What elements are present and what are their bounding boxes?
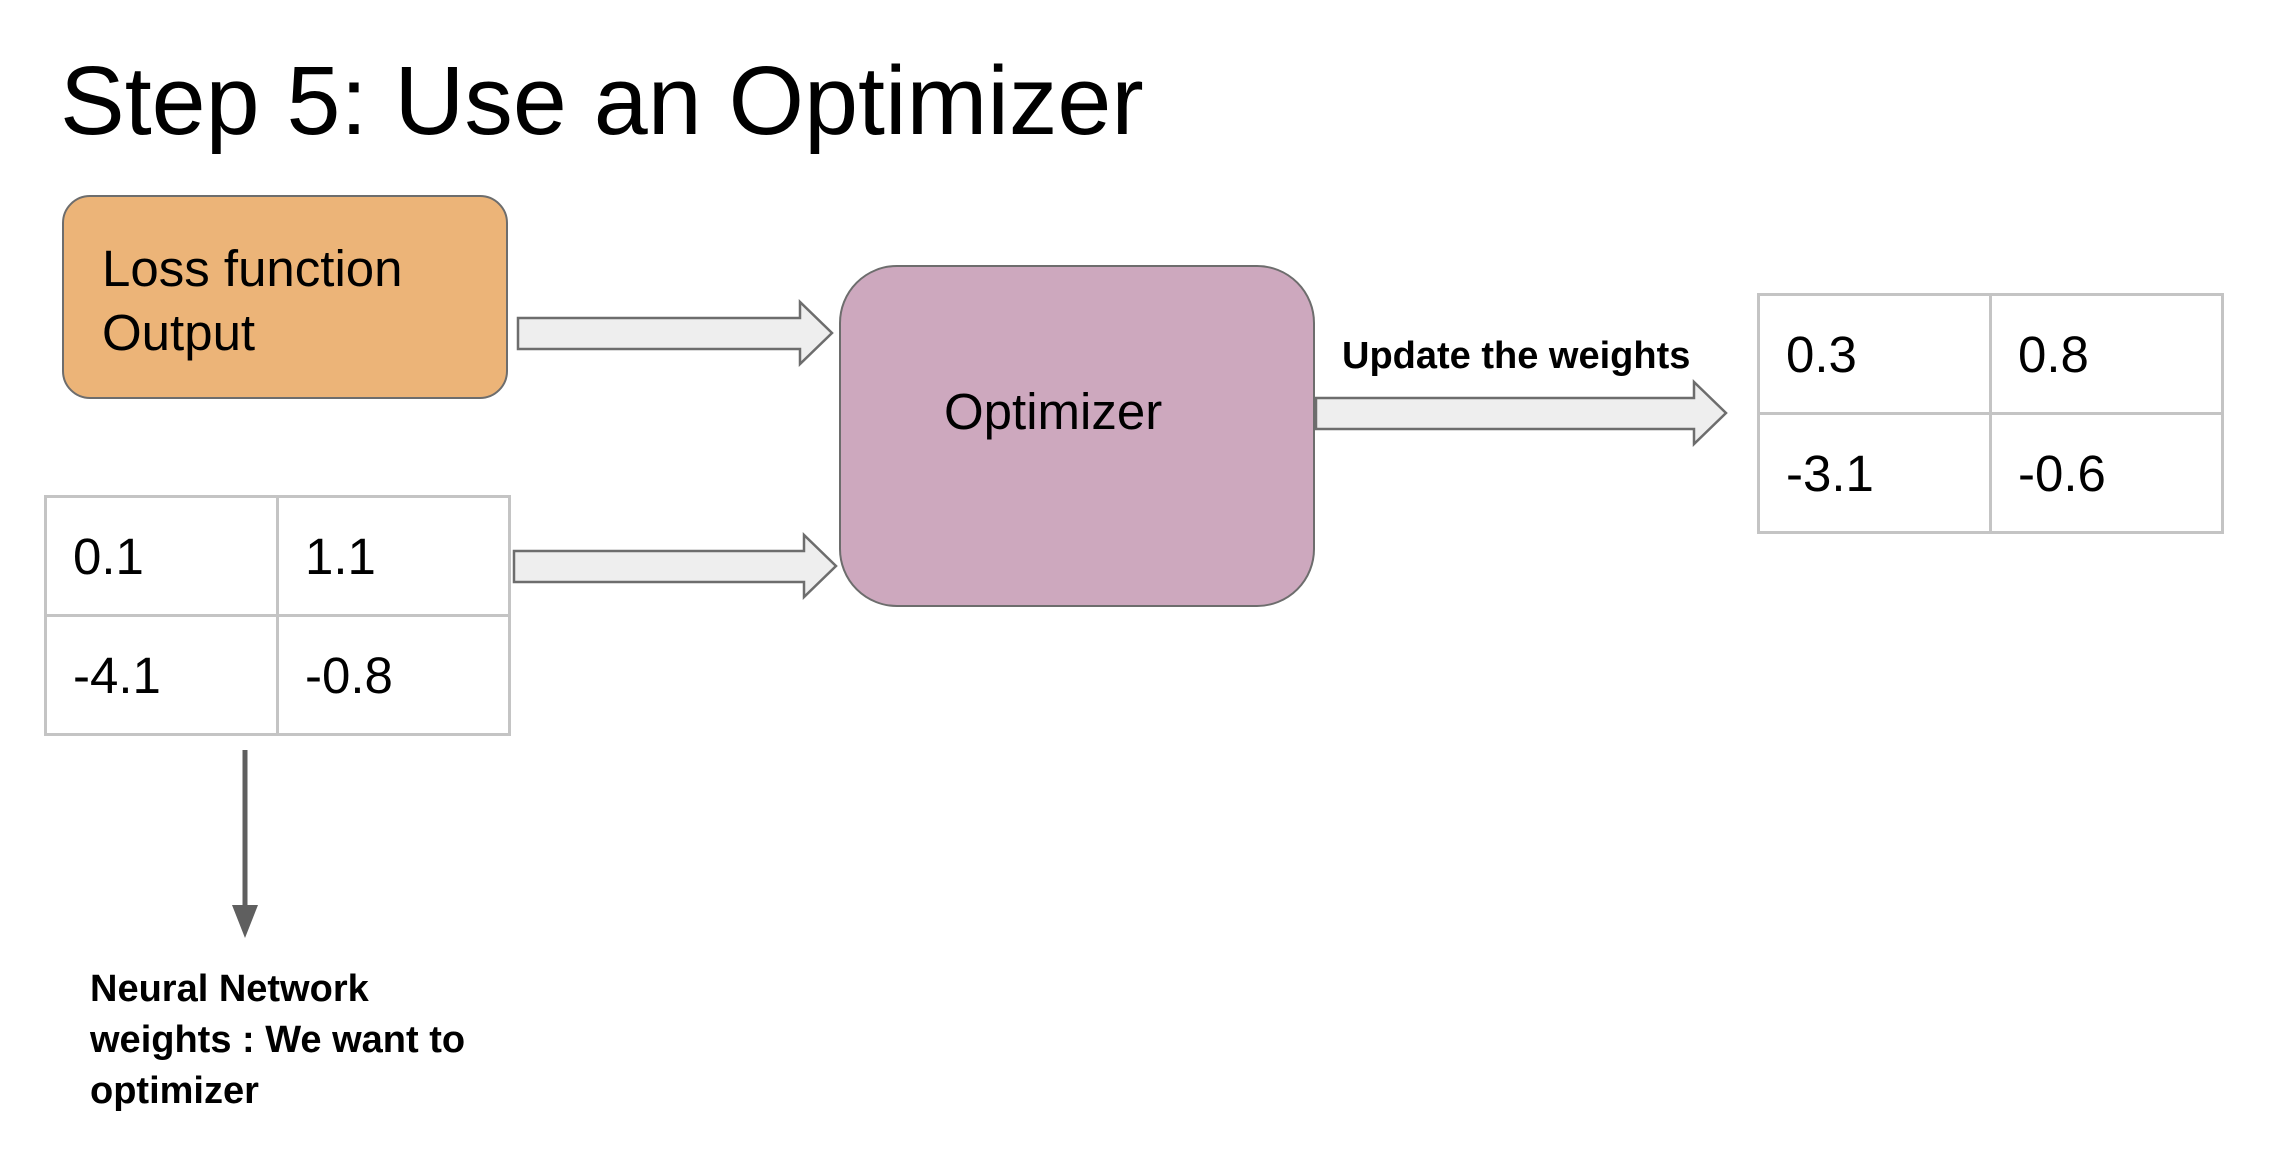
weight-cell: 1.1 xyxy=(276,495,511,617)
weights-note-line3: optimizer xyxy=(90,1070,259,1112)
optimizer-box xyxy=(839,265,1315,607)
loss-box-label-line2: Output xyxy=(102,304,256,361)
table-row: -4.1 -0.8 xyxy=(44,614,511,736)
weight-cell: 0.1 xyxy=(44,495,279,617)
loss-to-optimizer-arrow xyxy=(516,299,834,367)
weights-note-line1: Neural Network xyxy=(90,968,369,1010)
current-weights-table: 0.1 1.1 -4.1 -0.8 xyxy=(44,495,511,736)
update-weights-label: Update the weights xyxy=(1342,335,1691,377)
weights-note-arrowhead xyxy=(232,905,258,938)
optimizer-label: Optimizer xyxy=(944,383,1163,440)
optimizer-to-updated-weights-arrow xyxy=(1314,379,1728,447)
updated-weights-table: 0.3 0.8 -3.1 -0.6 xyxy=(1757,293,2224,534)
table-row: -3.1 -0.6 xyxy=(1757,412,2224,534)
table-row: 0.1 1.1 xyxy=(44,495,511,617)
weight-cell: -0.8 xyxy=(276,614,511,736)
loss-function-box: Loss function Output xyxy=(62,195,508,399)
weight-cell: 0.8 xyxy=(1989,293,2224,415)
weight-cell: -0.6 xyxy=(1989,412,2224,534)
table-row: 0.3 0.8 xyxy=(1757,293,2224,415)
weights-note-line2: weights : We want to xyxy=(90,1019,466,1061)
loss-box-label-line1: Loss function xyxy=(102,240,403,297)
slide-title: Step 5: Use an Optimizer xyxy=(60,46,1144,155)
weights-note: Neural Network weights : We want to opti… xyxy=(90,964,465,1117)
weights-to-optimizer-arrow xyxy=(512,532,838,600)
weight-cell: -4.1 xyxy=(44,614,279,736)
weight-cell: -3.1 xyxy=(1757,412,1992,534)
weight-cell: 0.3 xyxy=(1757,293,1992,415)
